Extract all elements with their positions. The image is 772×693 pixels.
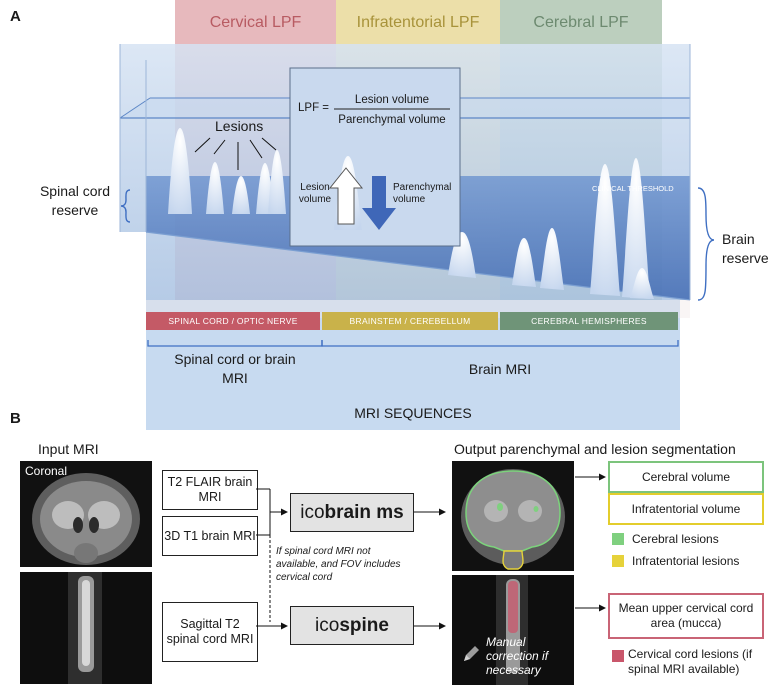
output-spine-drawing	[452, 575, 574, 685]
legend-infratentorial-volume: Infratentorial volume	[608, 493, 764, 525]
pencil-icon	[464, 646, 479, 661]
cervical-cord-lesions-swatch	[612, 650, 624, 662]
band-brainstem: BRAINSTEM / CEREBELLUM	[322, 312, 498, 330]
spinal-cord-reserve-label: Spinal cord reserve	[39, 183, 111, 218]
manual-correction-label: Manual correction if necessary	[486, 635, 549, 677]
infratentorial-lpf-header: Infratentorial LPF	[356, 14, 480, 31]
legend-cerebral-lesions: Cerebral lesions	[632, 532, 719, 546]
arrow-up-label: Lesion volume	[298, 182, 332, 205]
panel-a-letter: A	[10, 8, 21, 25]
band-spinal-cord: SPINAL CORD / OPTIC NERVE	[146, 312, 320, 330]
icobrain-prefix: ico	[300, 501, 325, 523]
spinal-or-brain-mri-label: Spinal cord or brain MRI	[174, 351, 296, 386]
coronal-label: Coronal	[25, 464, 68, 478]
coronal-brain-drawing	[32, 473, 140, 565]
cervical-lpf-header: Cervical LPF	[209, 14, 302, 31]
t1-brain-box: 3D T1 brain MRI	[162, 516, 258, 556]
t2-flair-box: T2 FLAIR brain MRI	[162, 470, 258, 510]
clinical-threshold-label: CLINICAL THRESHOLD	[592, 184, 674, 193]
icospine-prefix: ico	[315, 614, 340, 636]
cerebral-lpf-header: Cerebral LPF	[533, 14, 629, 31]
connectors	[256, 473, 606, 630]
sagittal-spine-drawing	[20, 572, 152, 684]
cerebral-lesions-swatch	[612, 533, 624, 545]
panel-b-letter: B	[10, 410, 21, 427]
sagittal-t2-box: Sagittal T2 spinal cord MRI	[162, 602, 258, 662]
output-brain-image	[452, 461, 574, 571]
brain-mri-label: Brain MRI	[468, 361, 532, 377]
mri-sequences-label: MRI SEQUENCES	[354, 405, 472, 421]
sagittal-spine-image	[20, 572, 152, 684]
brain-reserve-label: Brain reserve	[722, 231, 769, 266]
legend-infratentorial-lesions: Infratentorial lesions	[632, 554, 740, 568]
band-cerebral: CEREBRAL HEMISPHERES	[500, 312, 678, 330]
legend-cerebral-volume: Cerebral volume	[608, 461, 764, 493]
reserve-tank	[119, 44, 715, 347]
output-spine-image: Manual correction if necessary	[452, 575, 574, 685]
coronal-brain-image: Coronal	[20, 461, 152, 567]
lesion-volume-numerator: Lesion volume	[354, 94, 430, 106]
input-mri-title: Input MRI	[38, 441, 99, 457]
legend-cervical-cord-lesions: Cervical cord lesions (if spinal MRI ava…	[628, 647, 753, 676]
spinal-fallback-note: If spinal cord MRI not available, and FO…	[276, 546, 401, 583]
parenchymal-volume-denominator: Parenchymal volume	[338, 114, 446, 126]
legend-mucca: Mean upper cervical cord area (mucca)	[608, 593, 764, 639]
lpf-label: LPF =	[298, 102, 330, 114]
lesions-label: Lesions	[215, 118, 264, 134]
output-title: Output parenchymal and lesion segmentati…	[454, 441, 736, 457]
icobrain-name: brain ms	[324, 501, 404, 523]
infratentorial-lesions-swatch	[612, 555, 624, 567]
arrow-down-label: Parenchymal volume	[393, 182, 452, 205]
icospine-name: spine	[339, 614, 389, 636]
output-brain-drawing	[461, 469, 565, 570]
